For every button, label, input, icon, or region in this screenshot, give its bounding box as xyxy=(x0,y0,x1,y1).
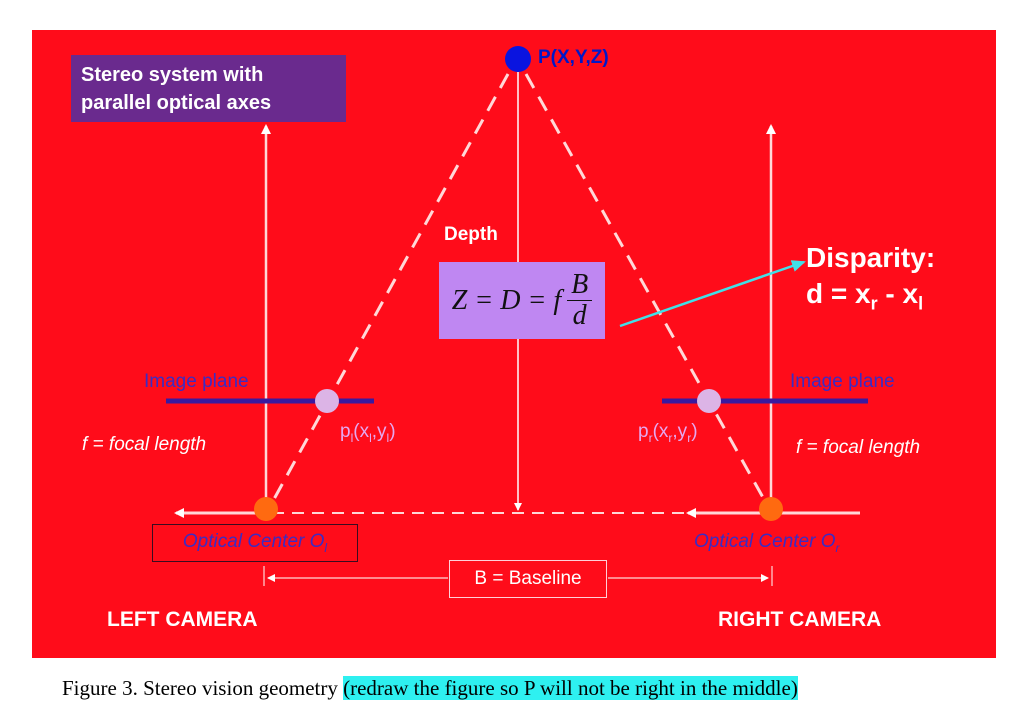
left-image-plane-label: Image plane xyxy=(144,371,249,392)
figure-caption: Figure 3. Stereo vision geometry (redraw… xyxy=(62,676,798,701)
title-line-2: parallel optical axes xyxy=(81,92,272,114)
formula-numerator: B xyxy=(567,270,593,301)
baseline-label: B = Baseline xyxy=(449,560,607,598)
formula-lhs: Z = D = f xyxy=(451,284,562,316)
formula-denominator: d xyxy=(572,300,587,331)
caption-highlight: (redraw the figure so P will not be righ… xyxy=(343,676,798,700)
right-image-point xyxy=(697,389,721,413)
disparity-label: Disparity: d = xr - xl xyxy=(806,240,935,322)
disparity-sub-r: r xyxy=(870,293,878,314)
right-optical-center-label: Optical Center Or xyxy=(694,531,840,555)
depth-label: Depth xyxy=(444,224,498,245)
left-optical-center xyxy=(254,497,278,521)
caption-text: Figure 3. Stereo vision geometry xyxy=(62,676,344,700)
left-image-point xyxy=(315,389,339,413)
right-camera-label: RIGHT CAMERA xyxy=(718,608,882,631)
disparity-minus: - x xyxy=(877,278,919,309)
right-image-plane-label: Image plane xyxy=(790,371,895,392)
point-p xyxy=(505,46,531,72)
disparity-sub-l: l xyxy=(918,293,924,314)
depth-formula: Z = D = f B d xyxy=(439,262,605,339)
title-box: Stereo system with parallel optical axes xyxy=(71,55,346,122)
title-line-1: Stereo system with xyxy=(81,64,264,86)
point-p-label: P(X,Y,Z) xyxy=(538,47,609,68)
disparity-d: d = x xyxy=(806,278,871,309)
left-ray xyxy=(266,73,510,511)
right-image-point-label: pr(xr,yr) xyxy=(638,421,698,445)
left-optical-center-box: Optical Center Ol xyxy=(152,524,358,562)
right-ray xyxy=(524,73,772,511)
left-optical-center-label: Optical Center Ol xyxy=(182,531,328,555)
right-optical-center xyxy=(759,497,783,521)
left-focal-label: f = focal length xyxy=(82,434,207,455)
right-focal-label: f = focal length xyxy=(796,437,921,458)
left-image-point-label: pl(xl,yl) xyxy=(340,421,396,445)
formula-fraction: B d xyxy=(567,270,593,331)
disparity-arrow xyxy=(619,260,806,328)
diagram-panel xyxy=(32,30,996,658)
disparity-title: Disparity: xyxy=(806,242,936,273)
disparity-formula: d = xr - xl xyxy=(806,276,935,322)
left-camera-label: LEFT CAMERA xyxy=(107,608,258,631)
